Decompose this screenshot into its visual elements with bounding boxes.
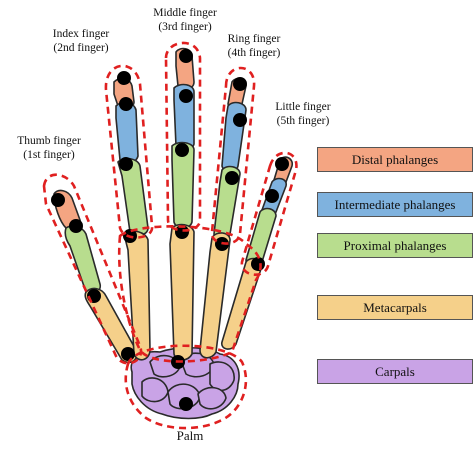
finger-label-thumb: Thumb finger (1st finger) xyxy=(6,134,92,162)
dashed-region-outlines xyxy=(42,41,298,430)
ring-intermediate xyxy=(221,101,247,173)
little-outline xyxy=(240,151,298,276)
joint-dot xyxy=(121,347,135,361)
joint-dot xyxy=(251,257,265,271)
carpals-group xyxy=(130,346,240,420)
index-intermediate xyxy=(115,101,139,165)
middle-metacarpal xyxy=(169,223,195,361)
legend-label: Metacarpals xyxy=(363,299,427,315)
joint-dot xyxy=(275,157,289,171)
finger-label-little: Little finger (5th finger) xyxy=(260,100,346,128)
thumb-proximal xyxy=(64,225,102,295)
legend-distal-phalanges: Distal phalanges xyxy=(317,147,473,172)
legend-proximal-phalanges: Proximal phalanges xyxy=(317,233,473,258)
legend-metacarpals: Metacarpals xyxy=(317,295,473,320)
finger-number: (3rd finger) xyxy=(158,21,212,33)
legend-label: Carpals xyxy=(375,363,415,379)
index-outline xyxy=(104,64,154,239)
legend-carpals: Carpals xyxy=(317,359,473,384)
joint-dot xyxy=(179,397,193,411)
finger-name: Thumb finger xyxy=(17,135,81,147)
legend-label: Intermediate phalanges xyxy=(334,196,456,212)
carpal-bone-f xyxy=(197,386,227,410)
joint-dot xyxy=(233,77,247,91)
finger-number: (2nd finger) xyxy=(53,42,109,54)
finger-name: Ring finger xyxy=(227,33,281,45)
finger-label-middle: Middle finger (3rd finger) xyxy=(140,6,230,34)
joint-dot xyxy=(233,113,247,127)
thumb-outline xyxy=(42,173,143,365)
metacarpal-outline xyxy=(117,225,262,363)
joint-dot xyxy=(265,189,279,203)
joint-dot xyxy=(51,193,65,207)
ring-outline xyxy=(210,66,256,245)
ring-metacarpal xyxy=(199,232,231,359)
finger-number: (1st finger) xyxy=(23,149,75,161)
joint-dot xyxy=(179,89,193,103)
finger-label-index: Index finger (2nd finger) xyxy=(38,27,124,55)
finger-number: (5th finger) xyxy=(276,115,330,127)
finger-label-ring: Ring finger (4th finger) xyxy=(212,32,296,60)
palm-label: Palm xyxy=(176,428,204,443)
joint-dot xyxy=(117,71,131,85)
joint-dot xyxy=(119,157,133,171)
legend-label: Proximal phalanges xyxy=(343,237,447,253)
finger-name: Little finger xyxy=(275,101,331,113)
finger-name: Index finger xyxy=(52,28,110,40)
finger-name: Middle finger xyxy=(153,7,217,19)
index-finger-bones xyxy=(113,77,151,361)
joint-dot xyxy=(69,219,83,233)
middle-finger-bones xyxy=(169,47,195,361)
carpal-outline xyxy=(124,344,248,430)
legend-intermediate-phalanges: Intermediate phalanges xyxy=(317,192,473,217)
finger-number: (4th finger) xyxy=(227,47,281,59)
joint-dot xyxy=(175,225,189,239)
joint-dot xyxy=(175,143,189,157)
joint-dot xyxy=(225,171,239,185)
legend-label: Distal phalanges xyxy=(351,151,439,167)
joint-dot xyxy=(179,49,193,63)
carpal-bone-c xyxy=(209,361,235,392)
thumb-bones xyxy=(53,189,138,364)
joint-dot xyxy=(119,97,133,111)
middle-proximal xyxy=(171,141,195,229)
little-metacarpal xyxy=(221,257,263,350)
